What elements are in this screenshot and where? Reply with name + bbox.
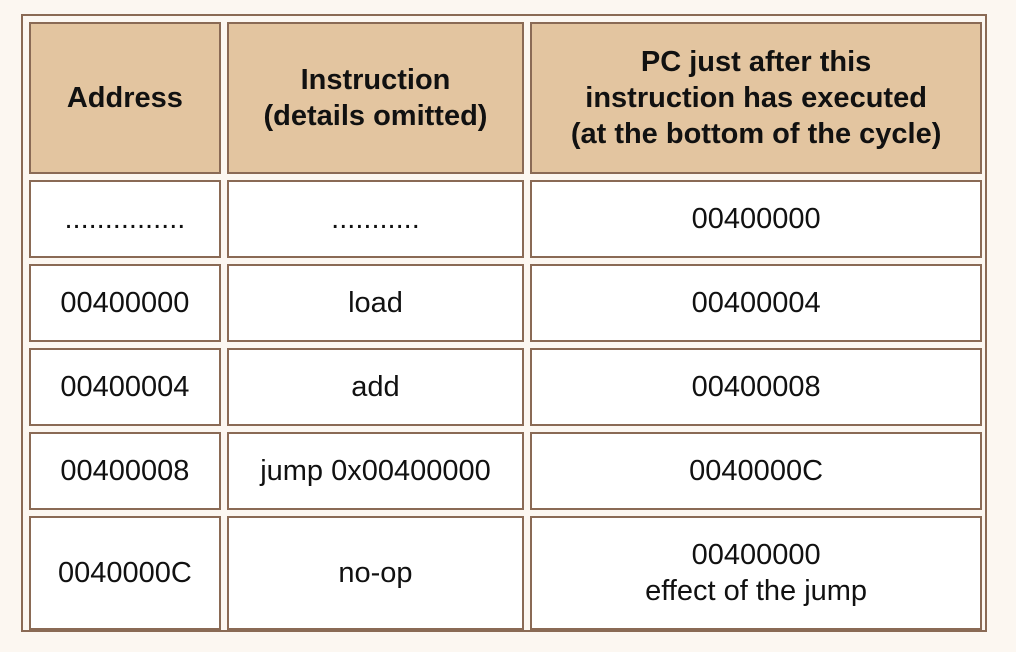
pc-value: 00400008 [691, 371, 821, 403]
pc-table-frame: Address Instruction (details omitted) PC… [21, 14, 987, 632]
pc-value: 00400004 [691, 287, 821, 319]
header-address: Address [29, 22, 221, 174]
instruction-cell: ........... [226, 180, 525, 258]
pc-value: 00400000 [691, 203, 821, 235]
instruction-cell: no-op [226, 516, 525, 630]
header-pc-line-3: (at the bottom of the cycle) [570, 118, 942, 150]
header-row: Address Instruction (details omitted) PC… [29, 22, 982, 174]
pc-cell: 00400008 [530, 348, 982, 426]
pc-cell: 0040000C [530, 432, 982, 510]
header-pc-line-2: instruction has executed [585, 82, 927, 114]
instruction-cell: load [226, 264, 525, 342]
table-row: 00400004 add 00400008 [29, 348, 982, 426]
table-row: 0040000C no-op 00400000 effect of the ju… [29, 516, 982, 630]
address-cell: 00400008 [29, 432, 221, 510]
pc-cell: 00400000 effect of the jump [530, 516, 982, 630]
pc-cell: 00400000 [530, 180, 982, 258]
address-cell: ............... [29, 180, 221, 258]
table-row: 00400000 load 00400004 [29, 264, 982, 342]
instruction-cell: add [226, 348, 525, 426]
pc-cell: 00400004 [530, 264, 982, 342]
table-row: ............... ........... 00400000 [29, 180, 982, 258]
address-cell: 00400004 [29, 348, 221, 426]
pc-value: 0040000C [689, 455, 824, 487]
address-cell: 0040000C [29, 516, 221, 630]
table-row: 00400008 jump 0x00400000 0040000C [29, 432, 982, 510]
address-cell: 00400000 [29, 264, 221, 342]
header-pc-line-1: PC just after this [640, 46, 872, 78]
pc-table: Address Instruction (details omitted) PC… [23, 16, 988, 636]
header-instruction-line-2: (details omitted) [263, 100, 488, 132]
pc-value: 00400000 [691, 539, 821, 571]
header-address-line-1: Address [66, 82, 183, 114]
pc-note: effect of the jump [645, 575, 868, 607]
instruction-cell: jump 0x00400000 [226, 432, 525, 510]
header-pc: PC just after this instruction has execu… [530, 22, 982, 174]
header-instruction: Instruction (details omitted) [226, 22, 525, 174]
header-instruction-line-1: Instruction [300, 64, 451, 96]
